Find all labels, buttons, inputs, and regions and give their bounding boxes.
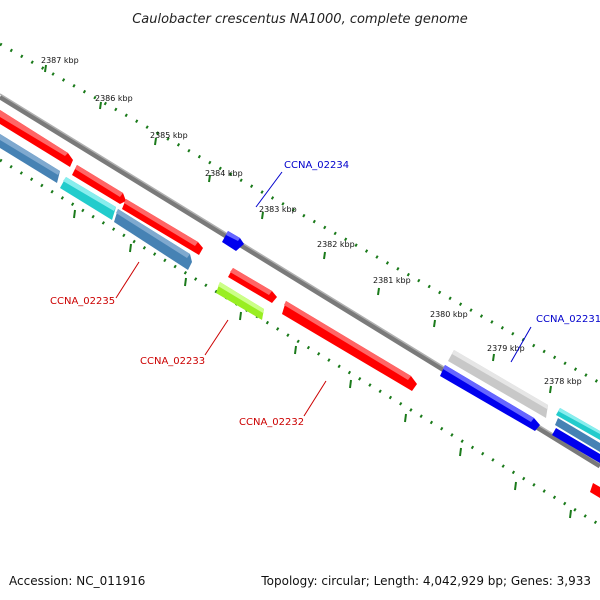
gene-grey-ccna-02231[interactable] <box>448 350 548 418</box>
gene-blue-ccna-02234[interactable] <box>222 231 244 251</box>
kbp-label: 2380 kbp <box>430 310 468 319</box>
scale-dots <box>0 42 600 527</box>
map-title: Caulobacter crescentus NA1000, complete … <box>132 12 468 27</box>
kbp-label: 2384 kbp <box>205 169 243 178</box>
gene-steelblue-1[interactable] <box>0 134 60 183</box>
label-leaders <box>115 171 532 417</box>
gene-red-2[interactable] <box>72 165 126 204</box>
gene-blue-long[interactable] <box>440 365 540 431</box>
gene-cyan-1[interactable] <box>60 177 116 220</box>
accession-text: Accession: NC_011916 <box>9 574 146 588</box>
gene-red-ccna-02232[interactable] <box>282 301 417 391</box>
inner-ticks <box>73 209 572 519</box>
gene-lime-ccna-02233[interactable] <box>216 282 264 320</box>
gene-features <box>0 110 600 498</box>
kbp-label: 2385 kbp <box>150 131 188 140</box>
gene-steelblue-3[interactable] <box>555 418 600 452</box>
topology-text: Topology: circular; Length: 4,042,929 bp… <box>261 574 591 588</box>
kbp-label: 2383 kbp <box>259 205 297 214</box>
outer-ticks <box>44 64 552 394</box>
gene-label-ccna-02231[interactable]: CCNA_02231 <box>536 314 600 325</box>
gene-label-ccna-02234[interactable]: CCNA_02234 <box>284 160 349 171</box>
kbp-label: 2379 kbp <box>487 344 525 353</box>
gene-red-3[interactable] <box>122 199 203 255</box>
gene-steelblue-2[interactable] <box>114 209 192 270</box>
kbp-label: 2378 kbp <box>544 377 582 386</box>
kbp-label: 2386 kbp <box>95 94 133 103</box>
kbp-label: 2387 kbp <box>41 56 79 65</box>
gene-red-1[interactable] <box>0 110 73 167</box>
kbp-labels: 2387 kbp 2386 kbp 2385 kbp 2384 kbp 2383… <box>41 56 582 386</box>
kbp-label: 2381 kbp <box>373 276 411 285</box>
gene-label-ccna-02233[interactable]: CCNA_02233 <box>140 356 205 367</box>
gene-red-5[interactable] <box>590 483 600 498</box>
gene-cyan-2[interactable] <box>556 408 600 440</box>
gene-red-4[interactable] <box>228 268 277 303</box>
gene-label-ccna-02232[interactable]: CCNA_02232 <box>239 417 304 428</box>
gene-labels: CCNA_02234 CCNA_02235 CCNA_02233 CCNA_02… <box>50 160 600 428</box>
gene-label-ccna-02235[interactable]: CCNA_02235 <box>50 296 115 307</box>
kbp-label: 2382 kbp <box>317 240 355 249</box>
gene-blue-2[interactable] <box>552 428 600 463</box>
